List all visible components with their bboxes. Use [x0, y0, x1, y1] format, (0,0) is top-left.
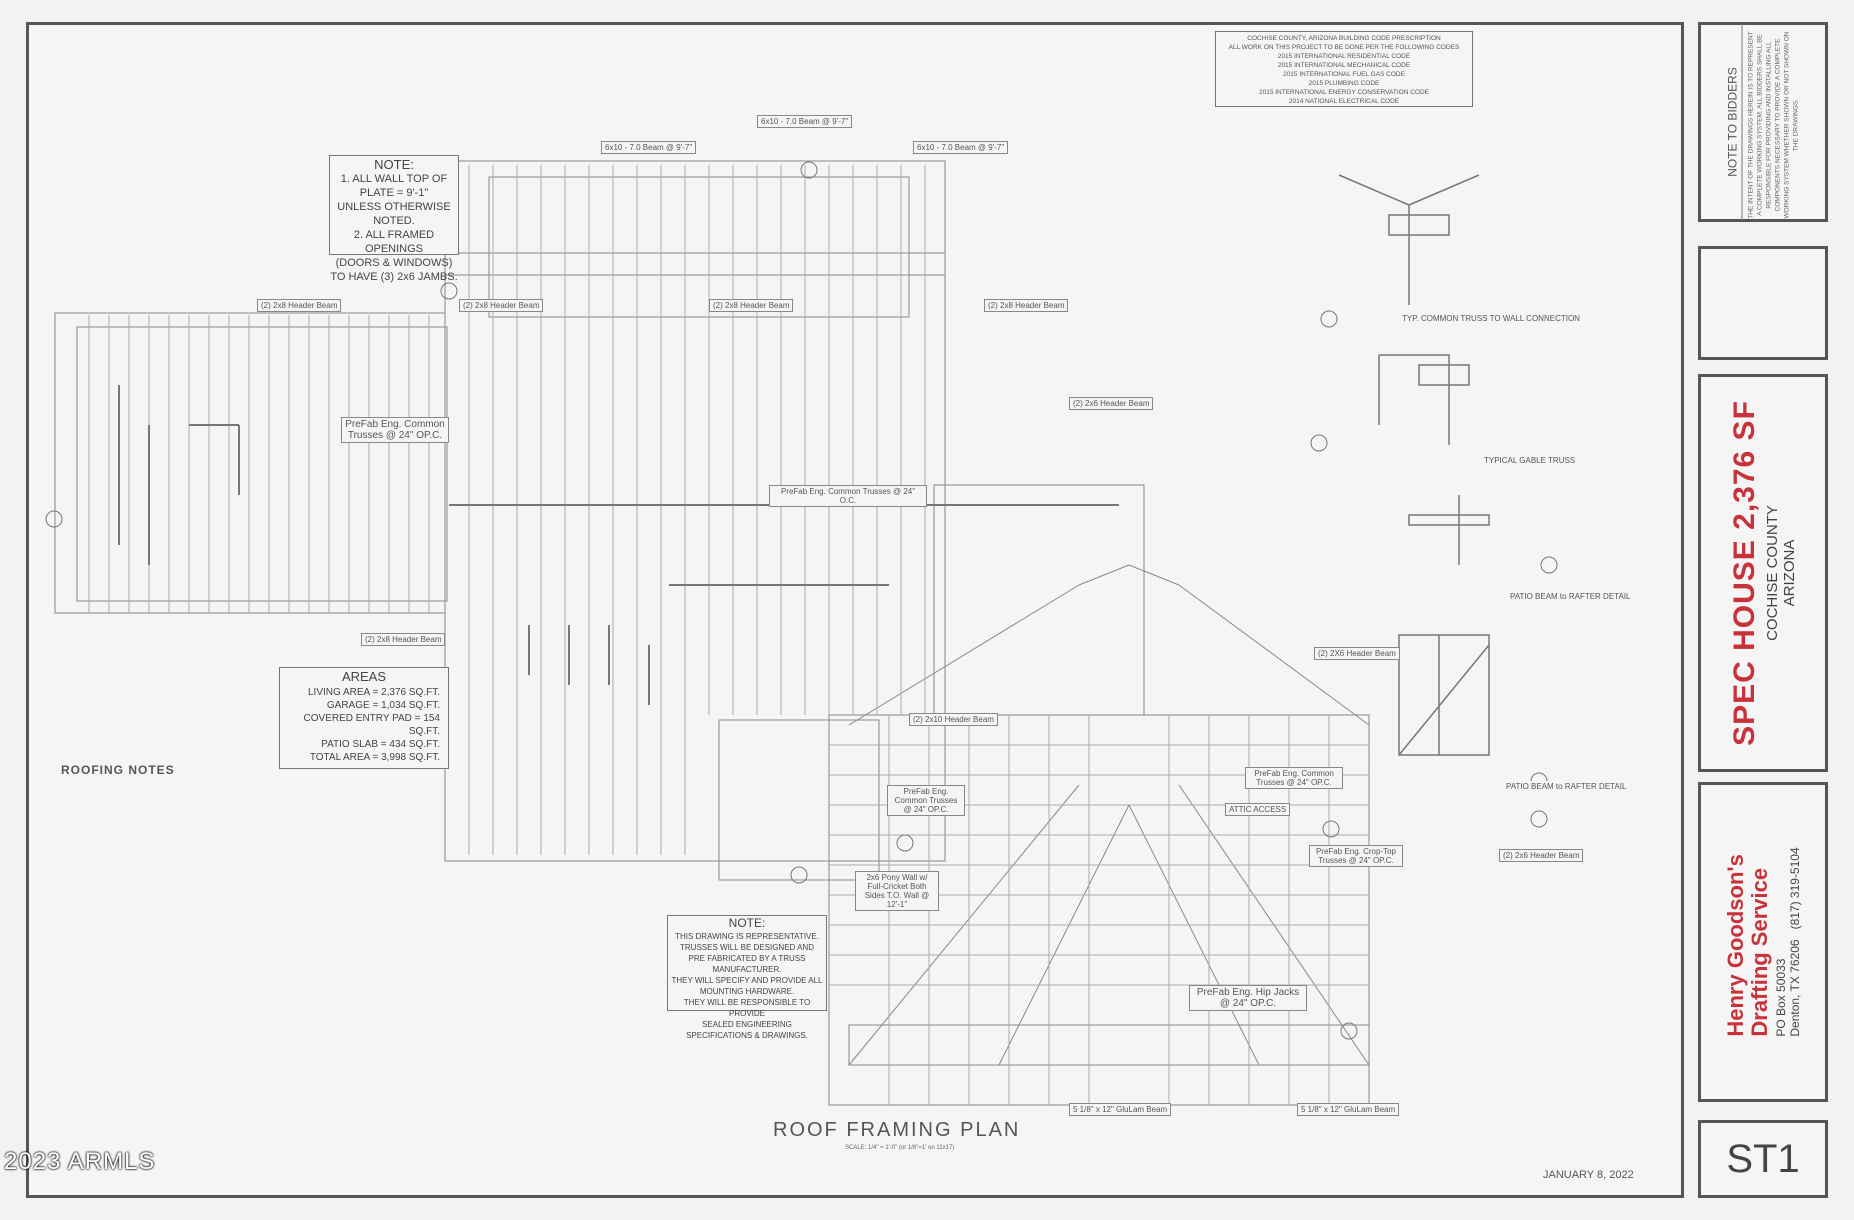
truss-label-left-wing: PreFab Eng. Common Trusses @ 24" OP.C. — [341, 417, 449, 443]
project-title-box: SPEC HOUSE 2,376 SF COCHISE COUNTY ARIZO… — [1698, 374, 1828, 772]
code-line: COCHISE COUNTY, ARIZONA BUILDING CODE PR… — [1247, 35, 1441, 42]
drawing-title: ROOF FRAMING PLAN — [773, 1119, 1021, 1141]
areas-row: PATIO SLAB = 434 SQ.FT. — [280, 738, 448, 751]
note-line: 2. ALL FRAMED OPENINGS — [353, 229, 435, 255]
detail-caption: PATIO BEAM to RAFTER DETAIL — [1503, 781, 1630, 792]
phone: (817) 319-5104 — [1788, 847, 1802, 930]
header-beam-label: (2) 2x8 Header Beam — [459, 299, 544, 312]
header-beam-label: (2) 2x8 Header Beam — [709, 299, 794, 312]
company-name-line2: Drafting Service — [1747, 867, 1772, 1037]
blank-box — [1698, 246, 1828, 360]
attic-access-label: ATTIC ACCESS — [1225, 803, 1291, 816]
areas-row: GARAGE = 1,034 SQ.FT. — [280, 699, 448, 712]
city: Denton, TX 76206 — [1788, 939, 1802, 1037]
company-city-phone: Denton, TX 76206 (817) 319-5104 — [1788, 847, 1802, 1036]
sheet-number: ST1 — [1726, 1136, 1800, 1181]
note-line: TO HAVE (3) 2x6 JAMBS. — [330, 271, 458, 283]
note-line: 1. ALL WALL TOP OF PLATE = 9'-1" — [340, 173, 448, 199]
title-block: NOTE TO BIDDERS THE INTENT OF THE DRAWIN… — [1698, 22, 1828, 1198]
code-line: 2015 PLUMBING CODE — [1308, 80, 1380, 87]
note-line: TRUSSES WILL BE DESIGNED AND — [680, 943, 814, 952]
glulam-beam-label: 5 1/8" x 12" GluLam Beam — [1297, 1103, 1400, 1116]
code-line: 2014 NATIONAL ELECTRICAL CODE — [1288, 98, 1400, 105]
pony-wall-label: 2x6 Pony Wall w/ Full-Cricket Both Sides… — [855, 871, 939, 911]
glulam-beam-label: 5 1/8" x 12" GluLam Beam — [1069, 1103, 1172, 1116]
area-value: 1,034 SQ.FT. — [381, 700, 440, 711]
areas-row: TOTAL AREA = 3,998 SQ.FT. — [280, 751, 448, 764]
project-title: SPEC HOUSE 2,376 SF — [1728, 400, 1761, 746]
company-name-line1: Henry Goodson's — [1723, 854, 1748, 1037]
note-to-bidders-body: THE INTENT OF THE DRAWINGS HEREIN IS TO … — [1747, 31, 1800, 219]
wall-plate-note: NOTE: 1. ALL WALL TOP OF PLATE = 9'-1" U… — [329, 155, 459, 283]
code-line: ALL WORK ON THIS PROJECT TO BE DONE PER … — [1228, 44, 1460, 51]
project-state: ARIZONA — [1781, 539, 1798, 607]
detail-caption: TYPICAL GABLE TRUSS — [1481, 455, 1579, 466]
truss-representative-note: NOTE: THIS DRAWING IS REPRESENTATIVE. TR… — [667, 915, 827, 1040]
detail-caption: PATIO BEAM to RAFTER DETAIL — [1507, 591, 1634, 602]
drawing-scale: SCALE: 1/4" = 1'-0" (or 1/8"=1' on 11x17… — [845, 1145, 955, 1151]
truss-label-garage: PreFab Eng. Common Trusses @ 24" OP.C. — [1245, 767, 1343, 789]
header-beam-label: (2) 2x8 Header Beam — [361, 633, 446, 646]
note-line: UNLESS OTHERWISE NOTED. — [337, 201, 451, 227]
area-value: 2,376 SQ.FT. — [381, 687, 440, 698]
code-line: 2015 INTERNATIONAL ENERGY CONSERVATION C… — [1258, 89, 1429, 96]
sheet-number-box: ST1 — [1698, 1120, 1828, 1198]
area-value: 154 SQ.FT. — [408, 713, 440, 737]
note-heading: NOTE: — [374, 157, 414, 172]
header-beam-label: (2) 2x6 Header Beam — [1069, 397, 1154, 410]
truss-label-small: PreFab Eng. Common Trusses @ 24" OP.C. — [887, 785, 965, 816]
po-box: PO Box 50033 — [1774, 958, 1788, 1037]
note-line: THEY WILL SPECIFY AND PROVIDE ALL — [671, 976, 823, 985]
note-line: PRE FABRICATED BY A TRUSS MANUFACTURER. — [688, 954, 806, 974]
areas-row: COVERED ENTRY PAD = 154 SQ.FT. — [280, 712, 448, 738]
beam-label: 6x10 - 7.0 Beam @ 9'-7" — [757, 115, 853, 128]
note-to-bidders: NOTE TO BIDDERS THE INTENT OF THE DRAWIN… — [1725, 24, 1801, 220]
drawing-sheet: COCHISE COUNTY, ARIZONA BUILDING CODE PR… — [26, 22, 1684, 1198]
areas-row: LIVING AREA = 2,376 SQ.FT. — [280, 686, 448, 699]
code-line: 2015 INTERNATIONAL MECHANICAL CODE — [1277, 62, 1411, 69]
header-beam-label: (2) 2x8 Header Beam — [984, 299, 1069, 312]
beam-label: 6x10 - 7.0 Beam @ 9'-7" — [913, 141, 1009, 154]
beam-label: 6x10 - 7.0 Beam @ 9'-7" — [601, 141, 697, 154]
note-line: SEALED ENGINEERING SPECIFICATIONS & DRAW… — [686, 1020, 808, 1040]
project-county: COCHISE COUNTY — [1764, 505, 1781, 641]
area-label: LIVING AREA = — [307, 687, 379, 698]
truss-label-center: PreFab Eng. Common Trusses @ 24" O.C. — [769, 485, 927, 507]
code-line: 2015 INTERNATIONAL RESIDENTIAL CODE — [1277, 53, 1411, 60]
company-box: Henry Goodson's Drafting Service PO Box … — [1698, 782, 1828, 1102]
note-line: MOUNTING HARDWARE. — [699, 987, 795, 996]
company-block: Henry Goodson's Drafting Service PO Box … — [1723, 847, 1802, 1037]
areas-heading: AREAS — [341, 669, 387, 684]
note-line: THIS DRAWING IS REPRESENTATIVE. — [675, 932, 819, 941]
project-title-block: SPEC HOUSE 2,376 SF COCHISE COUNTY ARIZO… — [1728, 400, 1798, 746]
note-to-bidders-box: NOTE TO BIDDERS THE INTENT OF THE DRAWIN… — [1698, 22, 1828, 222]
note-to-bidders-heading: NOTE TO BIDDERS — [1725, 24, 1743, 220]
code-prescription-box: COCHISE COUNTY, ARIZONA BUILDING CODE PR… — [1215, 31, 1473, 107]
mls-watermark: 2023 ARMLS — [4, 1148, 156, 1175]
note-line: (DOORS & WINDOWS) — [335, 257, 453, 269]
header-beam-label: (2) 2X6 Header Beam — [1314, 647, 1400, 660]
drawing-date: JANUARY 8, 2022 — [1543, 1169, 1634, 1181]
area-label: PATIO SLAB = — [321, 739, 387, 750]
note-heading: NOTE: — [728, 916, 766, 930]
hip-jacks-label: PreFab Eng. Hip Jacks @ 24" OP.C. — [1189, 985, 1307, 1011]
area-value: 434 SQ.FT. — [389, 739, 440, 750]
areas-table: AREAS LIVING AREA = 2,376 SQ.FT. GARAGE … — [279, 667, 449, 769]
roofing-notes-heading: ROOFING NOTES — [61, 763, 175, 777]
area-label: TOTAL AREA = — [309, 752, 379, 763]
note-line: THEY WILL BE RESPONSIBLE TO PROVIDE — [683, 998, 811, 1018]
area-label: COVERED ENTRY PAD = — [303, 713, 421, 724]
header-beam-label: (2) 2x6 Header Beam — [1499, 849, 1584, 862]
company-address: PO Box 50033 — [1774, 847, 1788, 1037]
code-line: 2015 INTERNATIONAL FUEL GAS CODE — [1283, 71, 1405, 78]
header-beam-label: (2) 2x8 Header Beam — [257, 299, 342, 312]
area-label: GARAGE = — [326, 700, 379, 711]
croptop-truss-label: PreFab Eng. Crop-Top Trusses @ 24" OP.C. — [1309, 845, 1403, 867]
area-value: 3,998 SQ.FT. — [381, 752, 440, 763]
detail-caption: TYP. COMMON TRUSS TO WALL CONNECTION — [1399, 313, 1583, 324]
header-beam-label: (2) 2x10 Header Beam — [909, 713, 998, 726]
roof-framing-plan-drawing — [45, 160, 1558, 1106]
